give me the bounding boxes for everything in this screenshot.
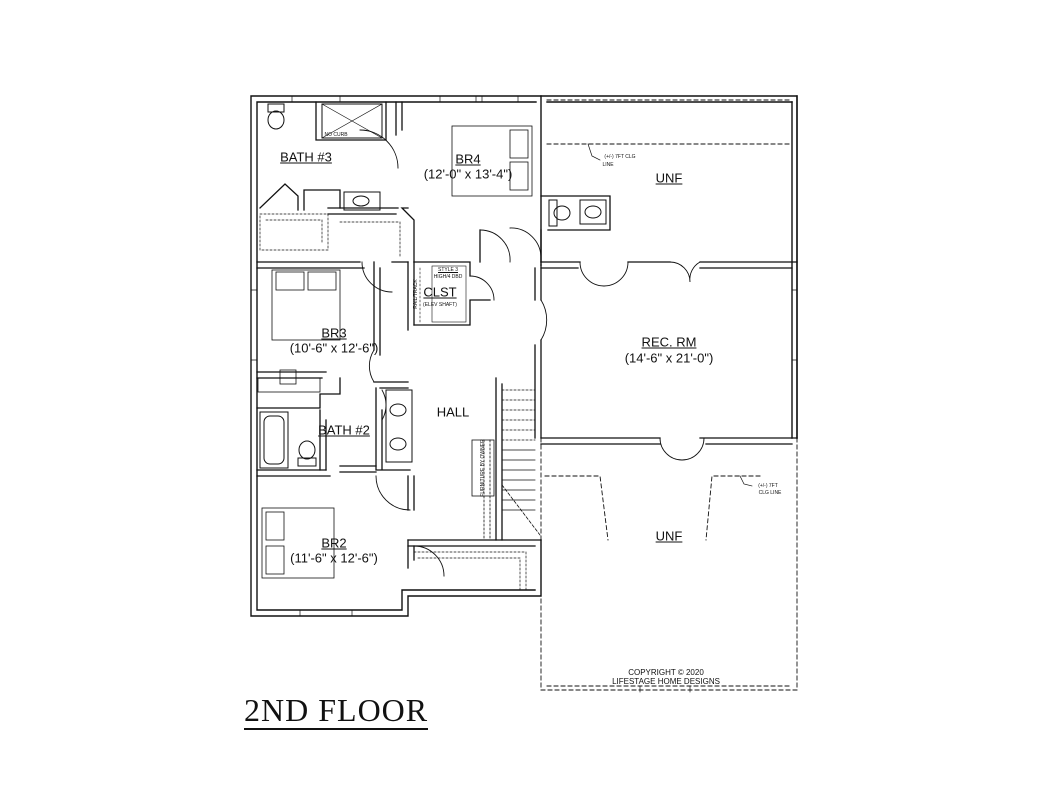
copyright-line-1: COPYRIGHT © 2020 [628, 668, 704, 677]
interior-walls [256, 101, 798, 569]
br2-closet [413, 551, 527, 591]
page-title: 2ND FLOOR [244, 692, 429, 730]
br2-size: (11'-6" x 12'-6") [290, 550, 378, 566]
br4-label: BR4 [455, 151, 481, 167]
bath3-fixtures [259, 103, 401, 257]
door-swings [359, 129, 705, 577]
br3-size: (10'-6" x 12'-6") [289, 340, 379, 356]
clst-shelf-label: STYLE 3 [437, 267, 459, 273]
clst-shelf2-label: HIGH/4 DBD [433, 274, 463, 280]
furniture-note: FURNITURE BY OWNER [480, 439, 486, 497]
br3-furniture [257, 269, 341, 393]
clg-line-bottom-1: (+/-) 7FT [758, 483, 778, 489]
br2-bed [261, 507, 335, 579]
copyright-line-2: LIFESTAGE HOME DESIGNS [612, 677, 720, 686]
unf-bottom-label: UNF [655, 528, 683, 544]
br4-size: (12'-0" x 13'-4") [423, 166, 513, 182]
hall-label: HALL [436, 404, 470, 420]
br2-label: BR2 [321, 535, 347, 551]
br3-label: BR3 [321, 325, 347, 341]
closet-shelf [419, 265, 467, 323]
clst-label: CLST [423, 284, 457, 300]
rec-rm-size: (14'-6" x 21'-0") [624, 350, 714, 366]
clg-line-top-2: LINE [602, 162, 614, 168]
rec-rm-label: REC. RM [641, 334, 697, 350]
clg-line-top-1: (+/-) 7FT CLG [604, 154, 636, 160]
windows [250, 95, 798, 693]
bath2-fixtures [259, 403, 407, 469]
clg-line-bottom-2: CLG LINE [758, 490, 782, 496]
bath3-label: BATH #3 [280, 149, 332, 165]
br4-bed [451, 125, 533, 197]
unf-fixtures [548, 199, 607, 227]
furniture-box [471, 439, 495, 497]
clst-note: (ELEV SHAFT) [423, 302, 457, 308]
copyright-notice: COPYRIGHT © 2020 LIFESTAGE HOME DESIGNS [612, 668, 720, 686]
rail-track-label: RAIL/TRACK [413, 279, 419, 309]
unfinished-attic-outline [540, 99, 798, 691]
unf-top-label: UNF [655, 170, 683, 186]
no-curb-label: NO CURB [324, 132, 348, 138]
bath2-label: BATH #2 [318, 422, 370, 438]
